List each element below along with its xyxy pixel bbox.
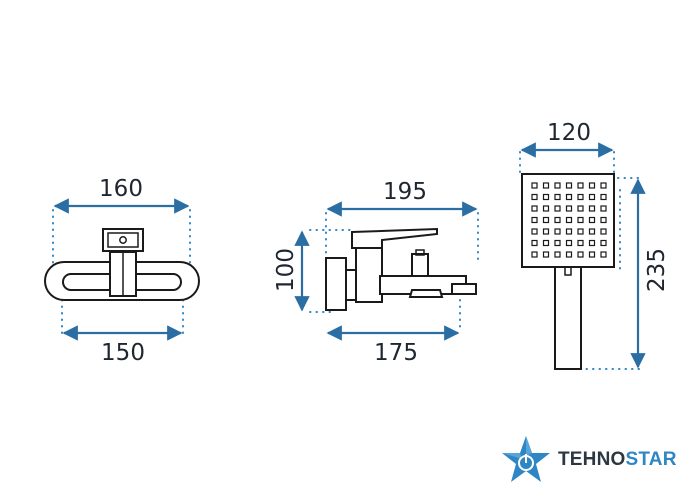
front-handle-inner	[107, 232, 139, 248]
shower-nozzle	[577, 228, 584, 235]
side-wall-flange	[325, 257, 347, 311]
shower-nozzle	[531, 239, 538, 247]
shower-nozzle	[588, 193, 596, 201]
front-top-dimension-label: 160	[99, 176, 143, 202]
shower-nozzle	[542, 228, 550, 235]
brand-name-part1: TEHNO	[558, 449, 626, 470]
front-mixer-handle	[102, 228, 144, 252]
shower-nozzle	[600, 239, 607, 247]
shower-nozzle	[554, 239, 561, 247]
shower-handle-joint	[564, 266, 572, 276]
shower-nozzle	[600, 251, 607, 258]
front-handle-dot	[119, 236, 127, 244]
shower-nozzle	[588, 239, 596, 247]
shower-nozzle	[600, 228, 607, 235]
shower-nozzle	[531, 228, 538, 235]
brand-name: TEHNOSTAR	[558, 449, 677, 471]
side-aerator	[408, 289, 444, 298]
shower-nozzle	[588, 216, 596, 224]
side-mixer-body	[355, 247, 383, 303]
front-view: 160 150	[44, 176, 200, 366]
shower-nozzle	[554, 216, 561, 224]
shower-nozzle-grid	[531, 182, 607, 258]
brand-name-part2: STAR	[625, 449, 677, 470]
shower-nozzle	[600, 216, 607, 224]
side-spout-tip	[451, 283, 477, 295]
side-diverter-cap	[415, 249, 425, 256]
shower-nozzle	[542, 182, 550, 189]
shower-nozzle	[565, 182, 573, 189]
shower-nozzle	[577, 205, 584, 212]
shower-nozzle	[542, 239, 550, 247]
star-power-icon	[502, 436, 550, 482]
side-diverter	[411, 253, 429, 277]
shower-nozzle	[554, 228, 561, 235]
shower-nozzle	[565, 205, 573, 212]
side-bottom-dimension-label: 175	[374, 340, 418, 366]
shower-nozzle	[565, 228, 573, 235]
shower-nozzle	[577, 216, 584, 224]
shower-nozzle	[600, 182, 607, 189]
shower-nozzle	[542, 216, 550, 224]
shower-nozzle	[565, 239, 573, 247]
shower-nozzle	[577, 182, 584, 189]
shower-nozzle	[600, 205, 607, 212]
shower-nozzle	[554, 193, 561, 201]
side-left-dimension-label: 100	[273, 248, 299, 292]
shower-nozzle	[531, 216, 538, 224]
shower-nozzle	[531, 182, 538, 189]
shower-right-dimension-label: 235	[644, 248, 670, 292]
shower-nozzle	[554, 251, 561, 258]
shower-nozzle	[577, 251, 584, 258]
shower-top-dimension-label: 120	[547, 120, 591, 146]
shower-nozzle	[542, 205, 550, 212]
shower-nozzle	[588, 182, 596, 189]
shower-nozzle	[542, 193, 550, 201]
shower-nozzle	[577, 193, 584, 201]
shower-nozzle	[554, 205, 561, 212]
shower-nozzle	[542, 251, 550, 258]
shower-view: 120 235	[519, 120, 670, 370]
brand-logo: TEHNOSTAR	[500, 430, 695, 490]
shower-nozzle	[600, 193, 607, 201]
shower-nozzle	[554, 182, 561, 189]
front-bottom-dimension-label: 150	[101, 340, 145, 366]
shower-nozzle	[531, 193, 538, 201]
shower-nozzle	[588, 228, 596, 235]
side-top-dimension-label: 195	[383, 179, 427, 205]
shower-nozzle	[565, 193, 573, 201]
side-lever	[351, 227, 438, 249]
shower-nozzle	[531, 251, 538, 258]
shower-nozzle	[565, 216, 573, 224]
side-view: 195 100 175	[273, 179, 479, 366]
shower-nozzle	[577, 239, 584, 247]
shower-nozzle	[588, 251, 596, 258]
shower-nozzle	[531, 205, 538, 212]
shower-handle	[554, 266, 582, 370]
shower-nozzle	[565, 251, 573, 258]
shower-nozzle	[588, 205, 596, 212]
